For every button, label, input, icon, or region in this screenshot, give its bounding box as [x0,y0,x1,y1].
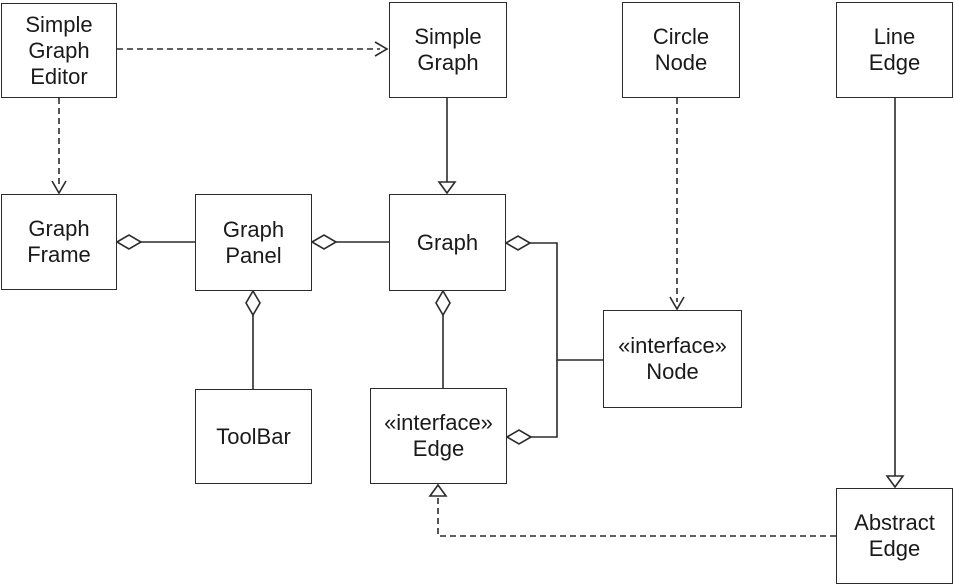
class-label: Graph Panel [222,216,285,268]
inheritance-arrow-simplegraph-to-graph [437,98,457,195]
class-label: Node [646,359,699,384]
class-label: Simple Graph [414,24,482,75]
class-label: Line Edge [868,24,921,75]
aggregation-graphframe-graphpanel [115,234,195,250]
realization-arrow-abstractedge-to-interfaceedge [428,483,836,537]
inheritance-arrow-lineedge-to-abstractedge [885,98,905,489]
stereotype-label: «interface» [618,333,727,358]
class-box-toolbar: ToolBar [195,389,312,484]
class-box-graph: Graph [389,194,506,291]
class-box-graph-panel: Graph Panel [195,194,312,291]
class-label: Abstract Edge [854,510,935,561]
class-box-abstract-edge: Abstract Edge [836,488,953,584]
class-box-line-edge: Line Edge [836,2,953,98]
aggregation-graph-interfacenode [504,235,603,361]
class-box-circle-node: Circle Node [622,2,740,98]
class-box-simple-graph-editor: Simple Graph Editor [1,3,117,98]
class-label: Edge [412,436,465,461]
aggregation-interfaceedge-interfacenode [505,360,558,445]
class-label: Graph Frame [27,216,91,267]
dependency-arrow-circlenode-to-interfacenode [669,98,685,311]
class-label: Simple Graph Editor [25,11,93,89]
class-box-graph-frame: Graph Frame [1,194,117,290]
aggregation-graphpanel-graph [310,234,389,250]
interface-box-edge: «interface» Edge [370,388,507,484]
aggregation-graph-interfaceedge [435,289,451,388]
dependency-arrow-editor-to-simplegraph [117,41,389,57]
interface-box-node: «interface» Node [603,310,742,408]
aggregation-graphpanel-toolbar [245,289,261,389]
class-label: ToolBar [216,423,291,449]
class-label: Graph [416,229,479,255]
stereotype-label: «interface» [384,410,493,435]
dependency-arrow-editor-to-graphframe [51,98,67,195]
class-box-simple-graph: Simple Graph [389,2,507,98]
class-label: Circle Node [652,24,710,75]
